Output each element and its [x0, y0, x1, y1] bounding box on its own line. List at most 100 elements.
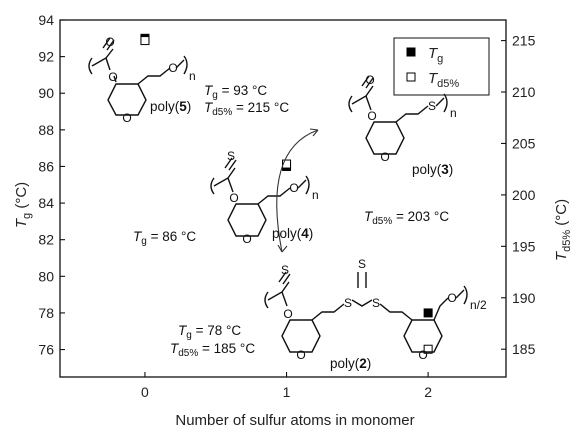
repeat-subscript: n [312, 188, 319, 202]
atom-oxygen: O [447, 291, 456, 305]
structure-bond [137, 67, 171, 85]
plot-frame [59, 19, 507, 378]
y-left-tick-label: 78 [38, 305, 54, 321]
annotation-poly-2: poly(2) Tg = 78 °C Td5% = 185 °C [170, 323, 371, 371]
structure-bond [357, 272, 367, 288]
structure-bond [351, 299, 373, 307]
y-left-tick-label: 88 [38, 122, 54, 138]
structure-bond [227, 177, 234, 193]
x-tick-label: 0 [141, 384, 149, 400]
structure-bond [213, 167, 236, 187]
legend: Tg Td5% [393, 37, 490, 96]
y-right-tick-label: 215 [512, 33, 536, 49]
structure-bond [463, 285, 468, 305]
structure-bond [264, 291, 269, 309]
y-left-tick-label: 90 [38, 85, 54, 101]
legend-label-td5: Td5% [428, 70, 459, 90]
ring-oxygen: O [380, 150, 389, 164]
ring-oxygen: O [296, 348, 305, 362]
y-right-tick-label: 185 [512, 341, 536, 357]
structure-bond [281, 291, 288, 307]
structure-bond [105, 57, 111, 71]
x-tick-label: 2 [424, 384, 432, 400]
atom-sulfur: S [281, 263, 289, 277]
structure-poly-5: O O O O n [88, 35, 196, 125]
structure-poly-4: S O O O n [210, 149, 319, 246]
structure-bond [351, 85, 374, 105]
structure-bond [379, 303, 413, 321]
structure-bond [361, 75, 374, 89]
structure-bond [365, 95, 372, 111]
td5-value: Td5% = 215 °C [204, 100, 289, 118]
y-left-tick-label: 80 [38, 268, 54, 284]
structure-bond [443, 93, 448, 113]
atom-oxygen: O [367, 109, 376, 123]
structure-bond [433, 297, 449, 321]
y-left-tick-label: 92 [38, 49, 54, 65]
x-axis-title: Number of sulfur atoms in monomer [175, 412, 414, 429]
atom-sulfur: S [372, 296, 380, 310]
repeat-subscript: n/2 [470, 298, 487, 312]
ring-oxygen: O [418, 348, 427, 362]
atom-oxygen: O [229, 191, 238, 205]
poly-label: poly(2) [330, 356, 371, 371]
double-arrow [276, 128, 319, 253]
atom-oxygen: O [168, 61, 177, 75]
marks-layer [140, 33, 433, 354]
structure-bond [267, 281, 290, 301]
structure-bond [88, 57, 93, 75]
legend-marker-tg [406, 47, 416, 57]
structure-bond [91, 48, 114, 67]
x-tick-label: 1 [283, 384, 291, 400]
atom-oxygen: O [289, 181, 298, 195]
y-axis-left-title: Tg (°C) [13, 182, 33, 228]
annotation-poly-5: poly(5) Tg = 93 °C Td5% = 215 °C [150, 83, 289, 118]
structure-bond [175, 59, 185, 69]
data-point-td5 [423, 344, 433, 354]
y-left-tick-label: 84 [38, 195, 54, 211]
atom-sulfur: S [358, 257, 366, 271]
y-axis-right-title: Td5% (°C) [553, 199, 573, 261]
structure-poly-3: O O S O n [348, 73, 457, 164]
poly-label: poly(3) [412, 162, 453, 177]
structure-bond [278, 271, 291, 285]
structure-bond [210, 177, 215, 195]
legend-label-tg: Tg [428, 45, 443, 65]
data-point-td5 [282, 159, 292, 169]
atom-sulfur: S [428, 99, 436, 113]
svg-text:Tg (°C): Tg (°C) [13, 182, 33, 228]
y-left-tick-label: 82 [38, 232, 54, 248]
structure-bond [224, 157, 237, 171]
repeat-subscript: n [189, 69, 196, 83]
y-right-tick-label: 190 [512, 290, 536, 306]
data-point-tg [423, 308, 433, 318]
tg-value: Tg = 78 °C [178, 323, 241, 341]
structure-bond [305, 175, 310, 195]
y-right-tick-label: 210 [512, 84, 536, 100]
annotation-poly-4: poly(4) Tg = 86 °C [133, 226, 313, 247]
y-left-tick-label: 76 [38, 342, 54, 358]
tg-value: Tg = 86 °C [133, 229, 196, 247]
structure-bond [395, 105, 429, 123]
structure-bond [113, 75, 117, 83]
y-right-tick-label: 200 [512, 187, 536, 203]
structure-bond [348, 95, 353, 113]
annotation-poly-3: poly(3) Td5% = 203 °C [364, 162, 453, 227]
arrow-curve [276, 129, 319, 253]
repeat-subscript: n [450, 106, 457, 120]
structure-bond [311, 303, 345, 321]
atom-oxygen: O [105, 35, 114, 49]
structure-bond [183, 55, 188, 75]
poly-label: poly(5) [150, 99, 191, 114]
y-right-tick-label: 195 [512, 238, 536, 254]
structure-bond [102, 37, 115, 51]
atom-oxygen: O [108, 70, 117, 84]
y-right-tick-label: 205 [512, 135, 536, 151]
atom-sulfur: S [227, 149, 235, 163]
svg-text:Td5% (°C): Td5% (°C) [553, 199, 573, 261]
structure-bond [435, 97, 445, 107]
ring-oxygen: O [242, 232, 251, 246]
structure-poly-2: S O S S S O O O n/2 [264, 257, 487, 362]
structure-bond [297, 179, 307, 189]
